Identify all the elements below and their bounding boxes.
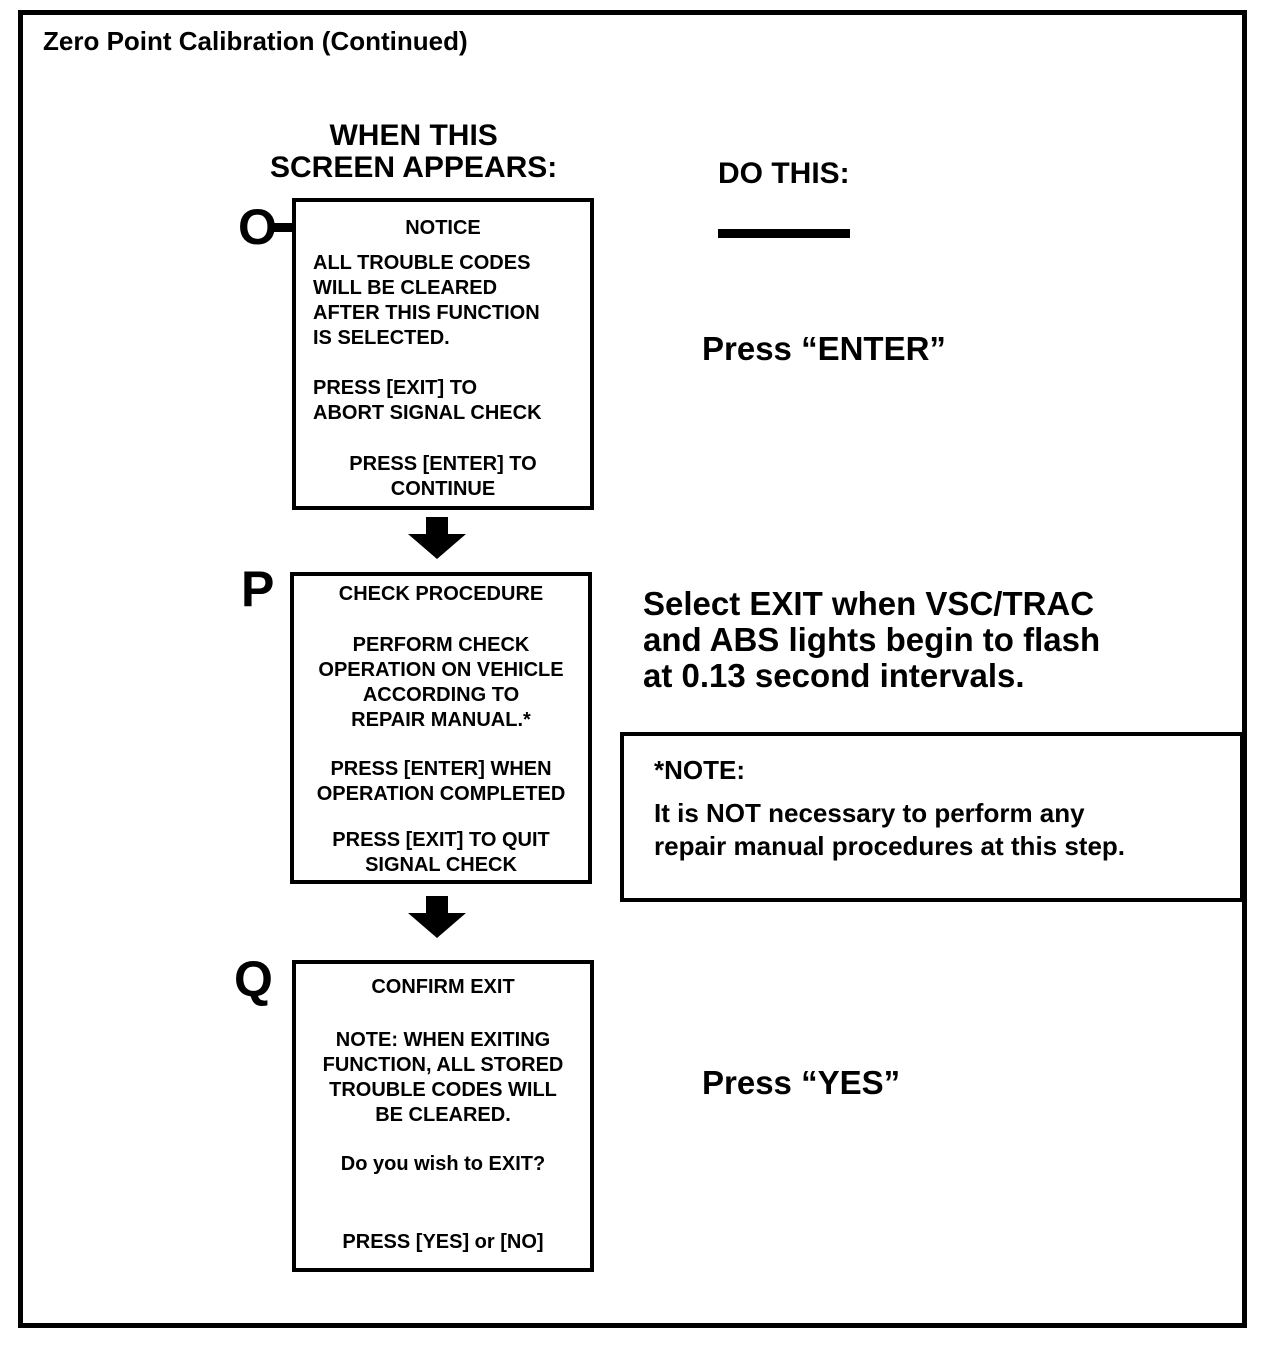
- note-box: *NOTE: It is NOT necessary to perform an…: [620, 732, 1244, 902]
- note-title: *NOTE:: [654, 755, 745, 785]
- down-arrow-icon: [408, 896, 466, 938]
- action-press-enter: Press “ENTER”: [702, 330, 946, 367]
- screen-paragraph: Do you wish to EXIT?: [340, 1153, 546, 1175]
- screen-paragraph: ALL TROUBLE CODES WILL BE CLEARED AFTER …: [313, 252, 540, 349]
- action-select-exit: Select EXIT when VSC/TRAC and ABS lights…: [643, 585, 1101, 694]
- screen-paragraph: PRESS [ENTER] WHEN OPERATION COMPLETED: [316, 758, 566, 805]
- step-label-p: P: [241, 561, 275, 617]
- screen-paragraph: PRESS [YES] or [NO]: [342, 1231, 544, 1253]
- column-header-screen-appears-text: WHEN THIS SCREEN APPEARS:: [270, 119, 558, 184]
- screen-box-notice: NOTICE ALL TROUBLE CODES WILL BE CLEARED…: [292, 198, 594, 510]
- action-press-yes: Press “YES”: [702, 1064, 901, 1101]
- screen-title: CHECK PROCEDURE: [338, 583, 544, 605]
- screen-title: NOTICE: [405, 217, 481, 239]
- screen-paragraph: NOTE: WHEN EXITING FUNCTION, ALL STORED …: [322, 1029, 564, 1126]
- note-body: It is NOT necessary to perform any repai…: [654, 798, 1126, 861]
- down-arrow-icon: [408, 517, 466, 559]
- column-header-do-this: DO THIS:: [718, 126, 850, 270]
- page-title: Zero Point Calibration (Continued): [43, 26, 468, 56]
- screen-paragraph: PRESS [EXIT] TO ABORT SIGNAL CHECK: [313, 377, 542, 424]
- screen-box-check-procedure: CHECK PROCEDURE PERFORM CHECK OPERATION …: [290, 572, 592, 884]
- step-label-o: O: [238, 199, 277, 255]
- column-header-do-this-text: DO THIS:: [718, 157, 850, 190]
- header-underline: [718, 229, 850, 238]
- screen-paragraph: PRESS [ENTER] TO CONTINUE: [349, 453, 537, 500]
- screen-box-confirm-exit: CONFIRM EXIT NOTE: WHEN EXITING FUNCTION…: [292, 960, 594, 1272]
- screen-title: CONFIRM EXIT: [371, 976, 515, 998]
- screen-paragraph: PERFORM CHECK OPERATION ON VEHICLE ACCOR…: [318, 634, 564, 731]
- step-label-q: Q: [234, 951, 273, 1007]
- screen-paragraph: PRESS [EXIT] TO QUIT SIGNAL CHECK: [332, 829, 550, 876]
- page-border: [18, 10, 1247, 1328]
